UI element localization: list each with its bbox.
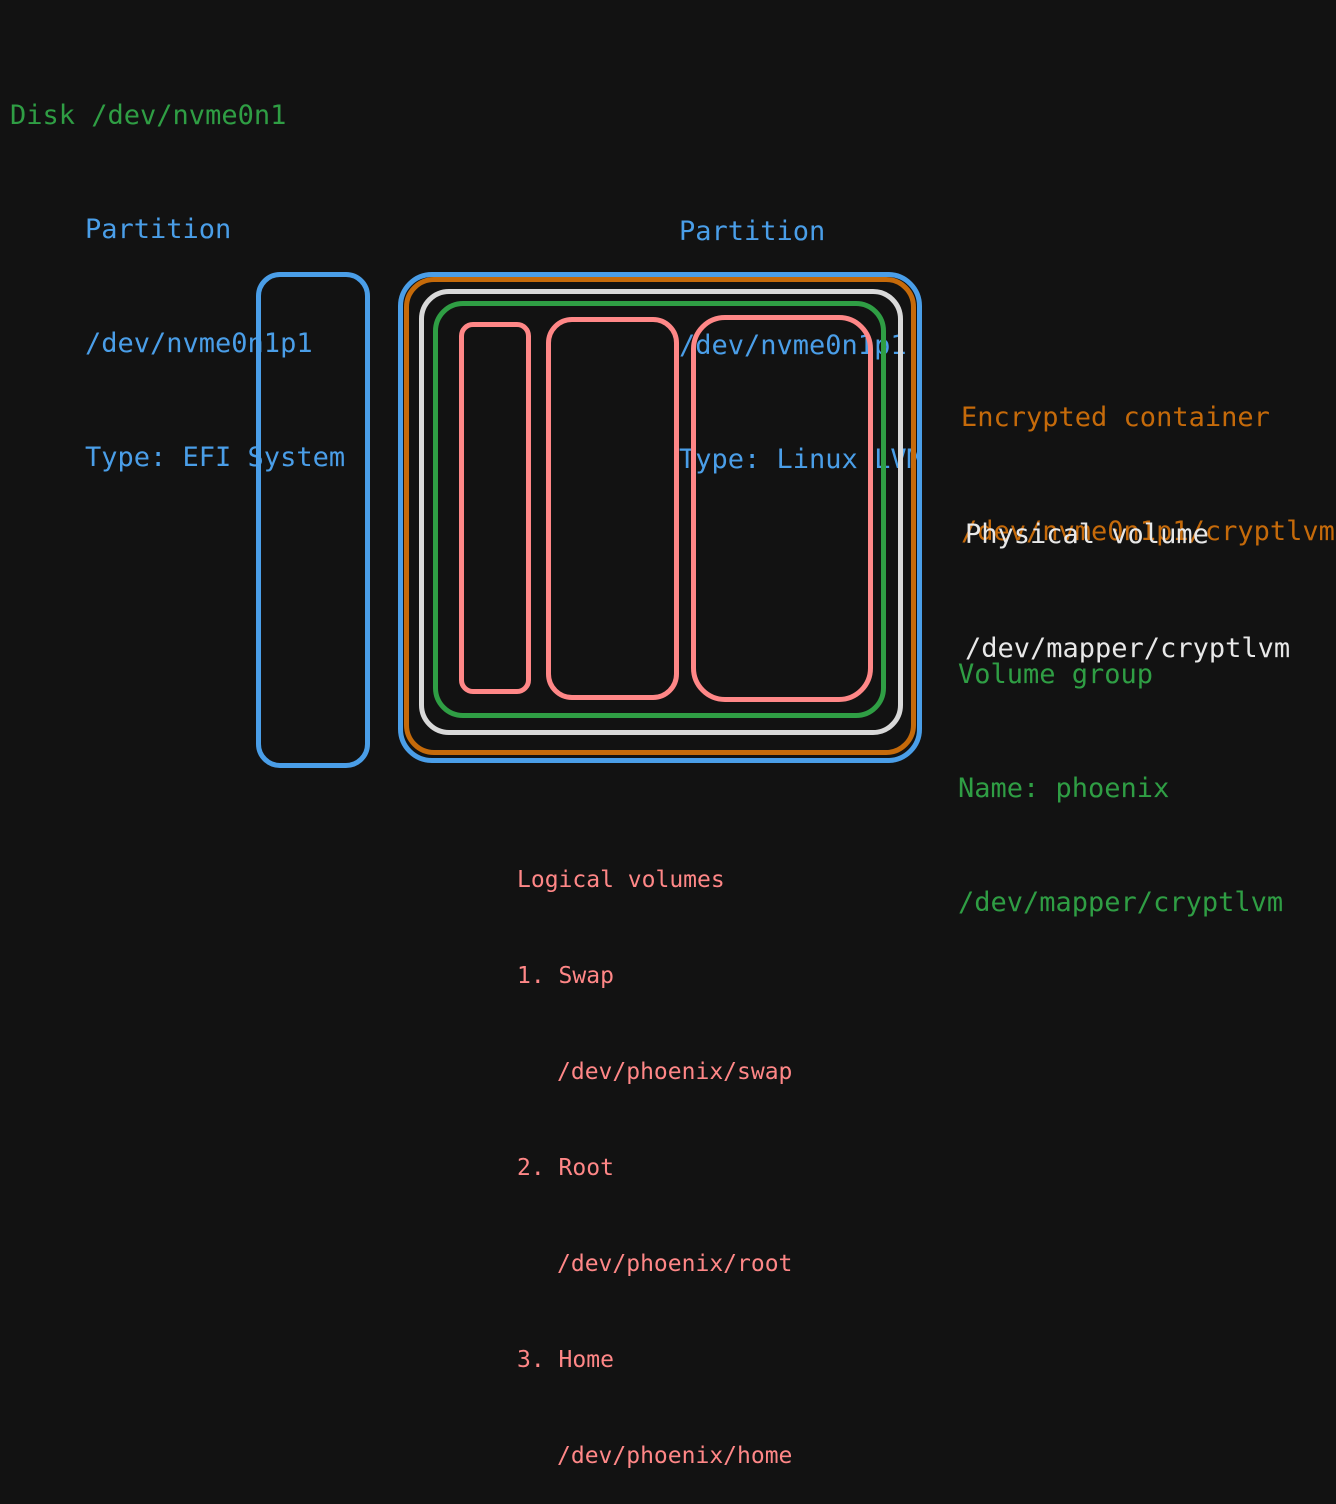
physical-volume-title: Physical volume	[965, 519, 1209, 550]
efi-partition-title: Partition	[85, 214, 232, 245]
disk-label-text: Disk /dev/nvme0n1	[10, 100, 287, 131]
lv-root-box	[546, 317, 679, 700]
lv-home-box	[691, 315, 873, 702]
logical-volumes-label: Logical volumes 1. Swap /dev/phoenix/swa…	[517, 800, 792, 1504]
logical-volumes-title: Logical volumes	[517, 867, 725, 893]
physical-volume-label: Physical volume /dev/mapper/cryptlvm	[965, 440, 1290, 706]
lv-home-path: /dev/phoenix/home	[557, 1443, 793, 1469]
volume-group-title: Volume group	[958, 659, 1154, 690]
lv-swap-name: 1. Swap	[517, 963, 614, 989]
lvm-partition-title: Partition	[679, 216, 826, 247]
efi-partition-box	[256, 272, 370, 768]
volume-group-path: /dev/mapper/cryptlvm	[958, 887, 1284, 918]
lv-root-name: 2. Root	[517, 1155, 614, 1181]
lv-root-path: /dev/phoenix/root	[557, 1251, 793, 1277]
efi-partition-type: Type: EFI System	[85, 442, 346, 473]
lvm-partition-box	[398, 272, 922, 763]
volume-group-label: Volume group Name: phoenix /dev/mapper/c…	[958, 580, 1283, 960]
encrypted-container-label: Encrypted container /dev/nvme0n1p1/crypt…	[961, 323, 1335, 589]
physical-volume-box	[419, 289, 903, 735]
lv-swap-path: /dev/phoenix/swap	[557, 1059, 793, 1085]
physical-volume-path: /dev/mapper/cryptlvm	[965, 633, 1291, 664]
encrypted-container-box	[404, 277, 916, 755]
lv-home-name: 3. Home	[517, 1347, 614, 1373]
encrypted-container-path: /dev/nvme0n1p1/cryptlvm	[961, 516, 1335, 547]
volume-group-box	[433, 301, 886, 718]
lv-swap-box	[459, 322, 531, 694]
efi-partition-label: Partition /dev/nvme0n1p1 Type: EFI Syste…	[85, 135, 345, 515]
disk-label: Disk /dev/nvme0n1	[10, 21, 286, 173]
volume-group-name: Name: phoenix	[958, 773, 1170, 804]
efi-partition-device: /dev/nvme0n1p1	[85, 328, 313, 359]
encrypted-container-title: Encrypted container	[961, 402, 1270, 433]
